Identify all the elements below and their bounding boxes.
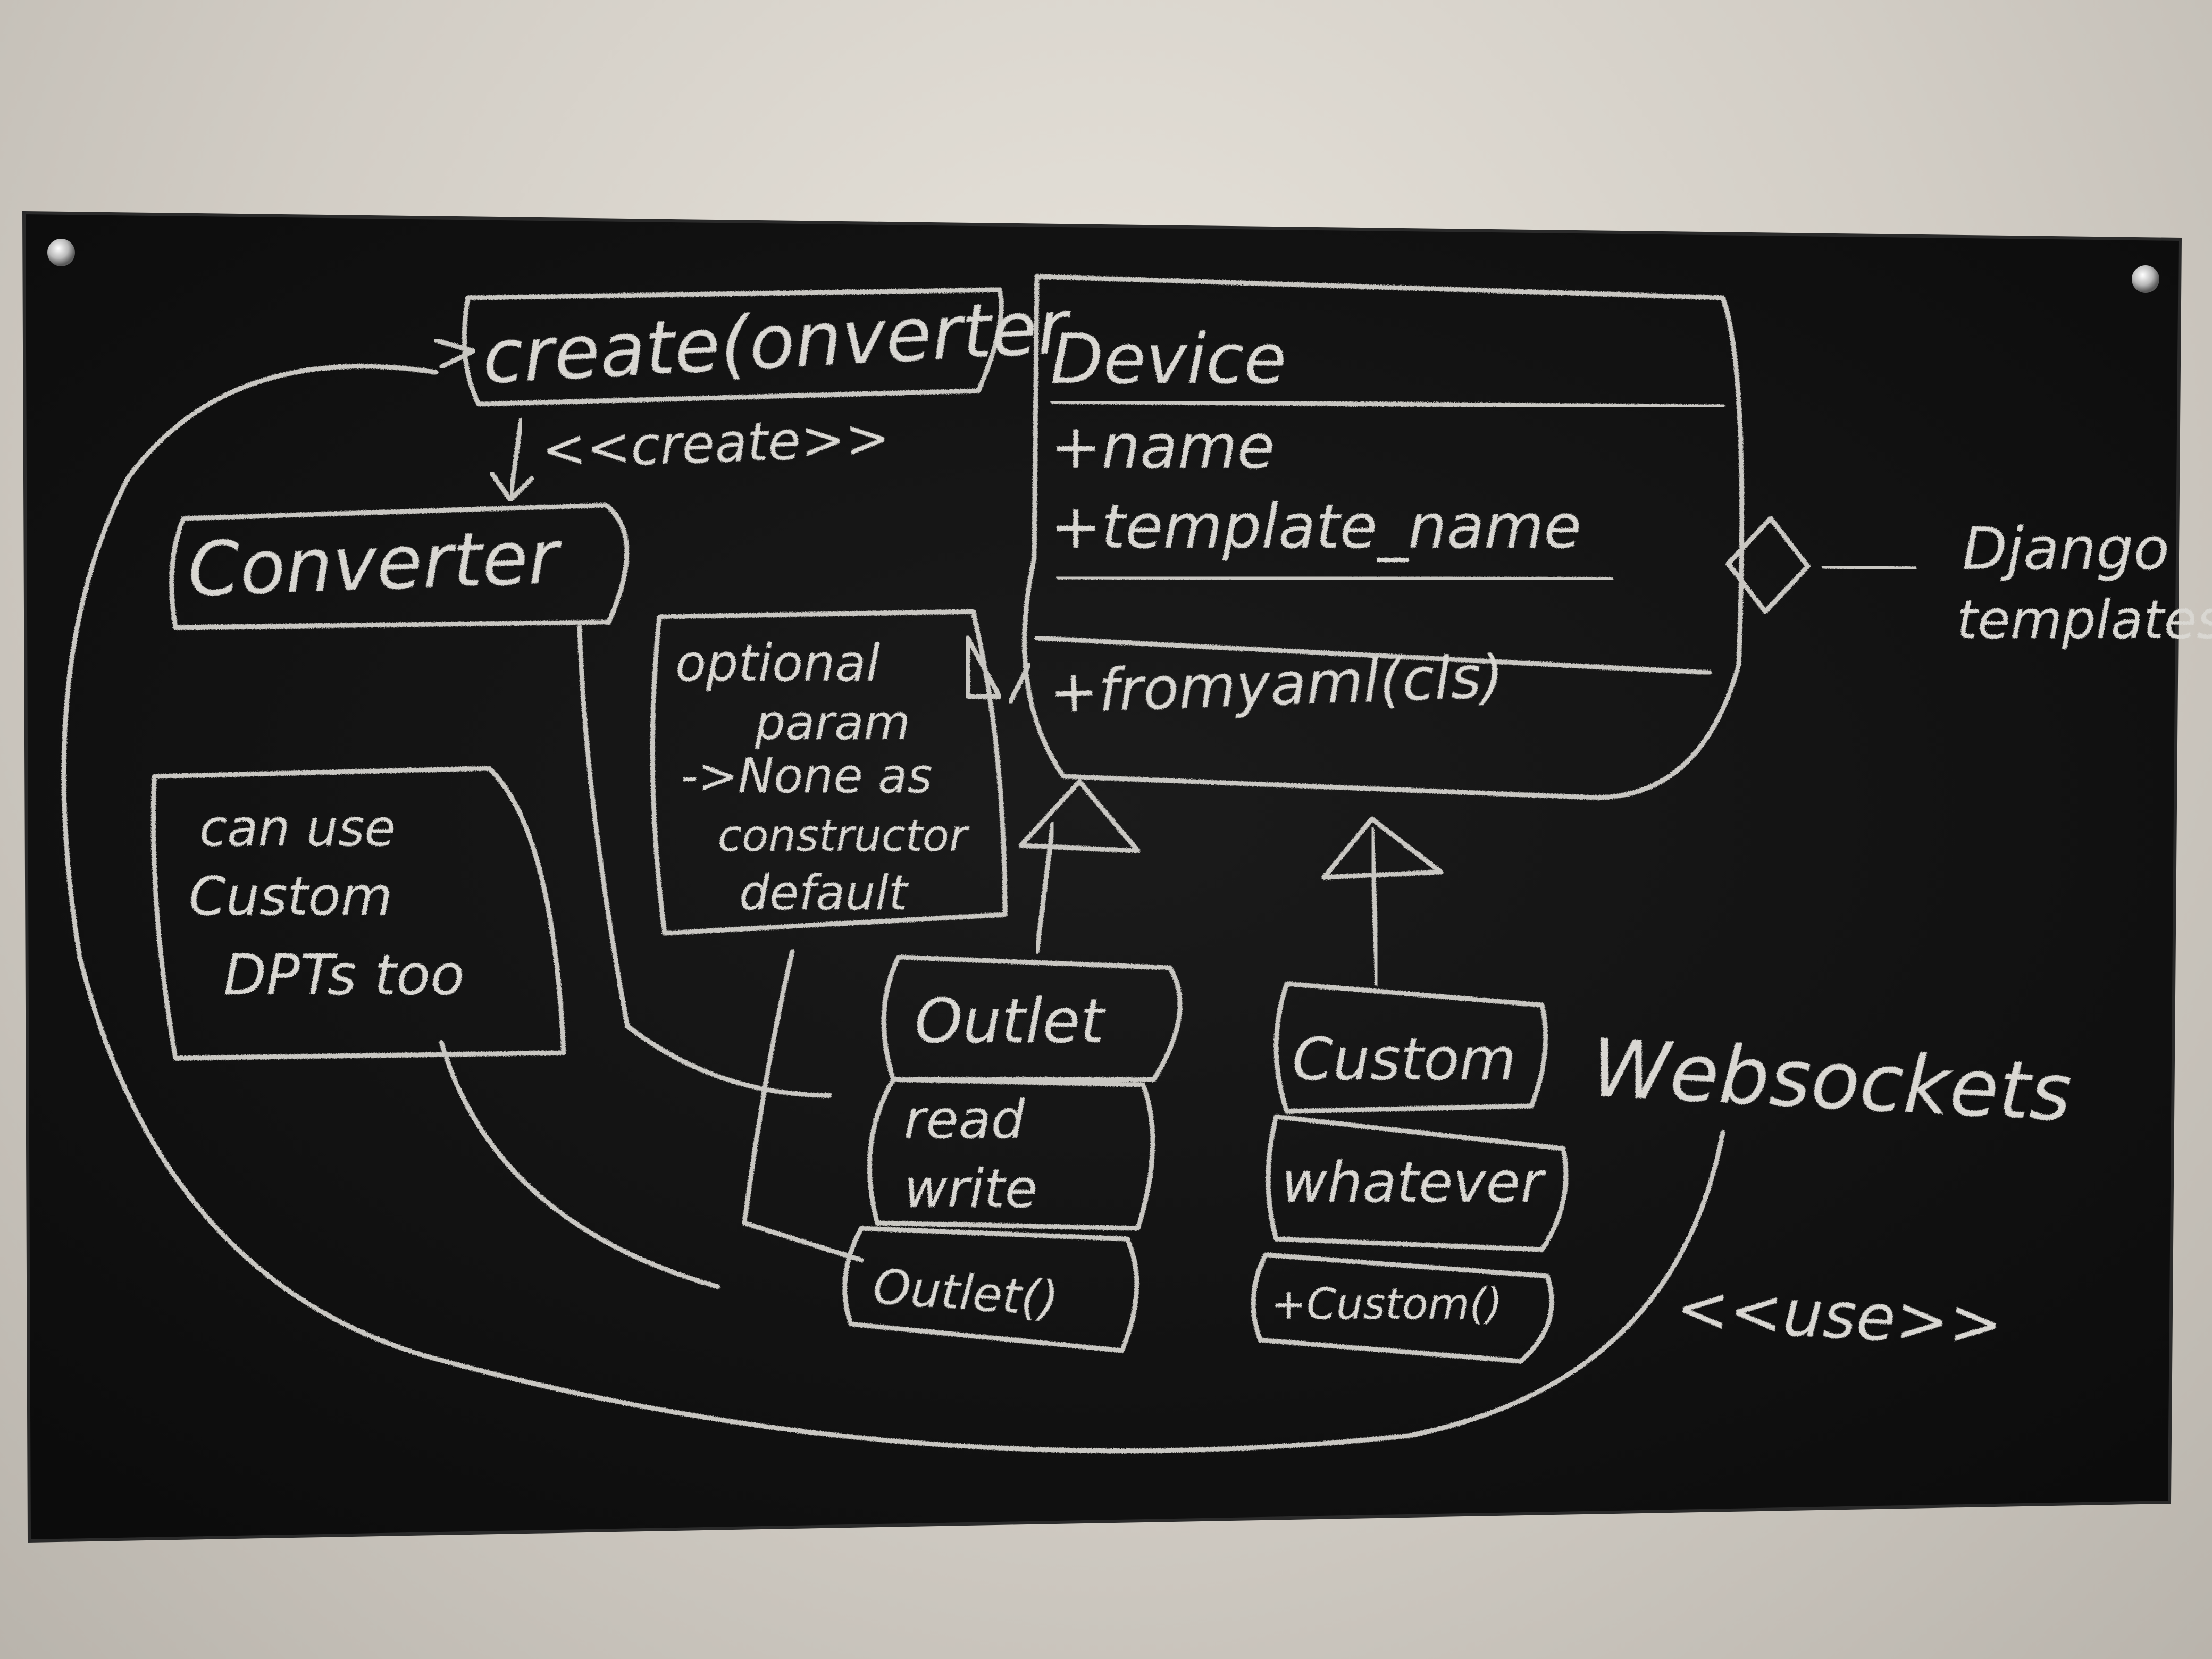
dpts-note-line: Custom: [189, 865, 392, 927]
optional-note-line: optional: [675, 634, 880, 693]
composition-diamond-icon: [1725, 516, 1811, 614]
django-templates-line2: templates: [1957, 589, 2212, 651]
device-attr-template: +template_name: [1050, 491, 1581, 563]
converter-link: [577, 625, 832, 1098]
device-divider: [1034, 635, 1712, 675]
inheritance-line: [1369, 827, 1380, 986]
django-templates-line1: Django: [1962, 515, 2169, 583]
custom-title: Custom: [1292, 1025, 1516, 1093]
optional-note-line: constructor: [718, 811, 969, 861]
pin-icon: [2132, 265, 2159, 293]
optional-note-line: param: [755, 695, 910, 751]
custom-class-box: [1266, 1114, 1569, 1252]
outlet-class-box: [842, 1226, 1139, 1353]
converter-box: [169, 502, 630, 630]
device-divider: [1055, 574, 1614, 582]
custom-class-box: [1273, 981, 1548, 1114]
outlet-attr: write: [904, 1158, 1037, 1220]
chalk-text: create(onverter <<create>> Converter Dev…: [186, 283, 2212, 1362]
note-fold: [965, 635, 1002, 699]
blackboard: [22, 211, 2182, 1543]
dpts-note-line: can use: [199, 799, 396, 858]
outlet-class-box: [881, 954, 1183, 1082]
outlet-title: Outlet: [915, 986, 1106, 1057]
converter-label: Converter: [186, 514, 564, 613]
custom-class-box: [1251, 1252, 1554, 1364]
outlet-bracket: [742, 949, 864, 1263]
outlet-class-box: [867, 1077, 1155, 1231]
device-title: Device: [1050, 319, 1287, 399]
pin-icon: [47, 239, 75, 266]
custom-method: +Custom(): [1271, 1279, 1503, 1329]
inheritance-triangle-icon: [1018, 779, 1141, 853]
django-link: [1821, 564, 1917, 572]
inheritance-triangle-icon: [1321, 816, 1444, 880]
usage-loop: [61, 364, 1725, 1454]
arrow-head: [489, 471, 534, 502]
optional-note-line: default: [739, 865, 909, 921]
use-stereotype-label: <<use>>: [1674, 1271, 2004, 1362]
create-arrow: [508, 417, 524, 500]
create-stereotype-label: <<create>>: [541, 406, 891, 481]
outlet-attr: read: [904, 1088, 1025, 1151]
device-attr-name: +name: [1050, 412, 1275, 483]
device-divider: [1050, 399, 1725, 409]
device-box: [1022, 274, 1745, 800]
chalk-drawing: [61, 274, 1917, 1454]
arrow-head: [433, 338, 476, 370]
dpts-note-line: DPTs too: [223, 943, 465, 1008]
note-link: [439, 1040, 720, 1289]
optional-note-line: ->None as: [681, 748, 932, 804]
note-link: [1008, 662, 1032, 705]
outlet-method: Outlet(): [871, 1259, 1060, 1327]
device-method: +fromyaml(cls): [1048, 642, 1505, 726]
create-converter-box: [462, 287, 1004, 407]
custom-attr: whatever: [1281, 1150, 1546, 1215]
dpts-note-box: [150, 766, 566, 1061]
